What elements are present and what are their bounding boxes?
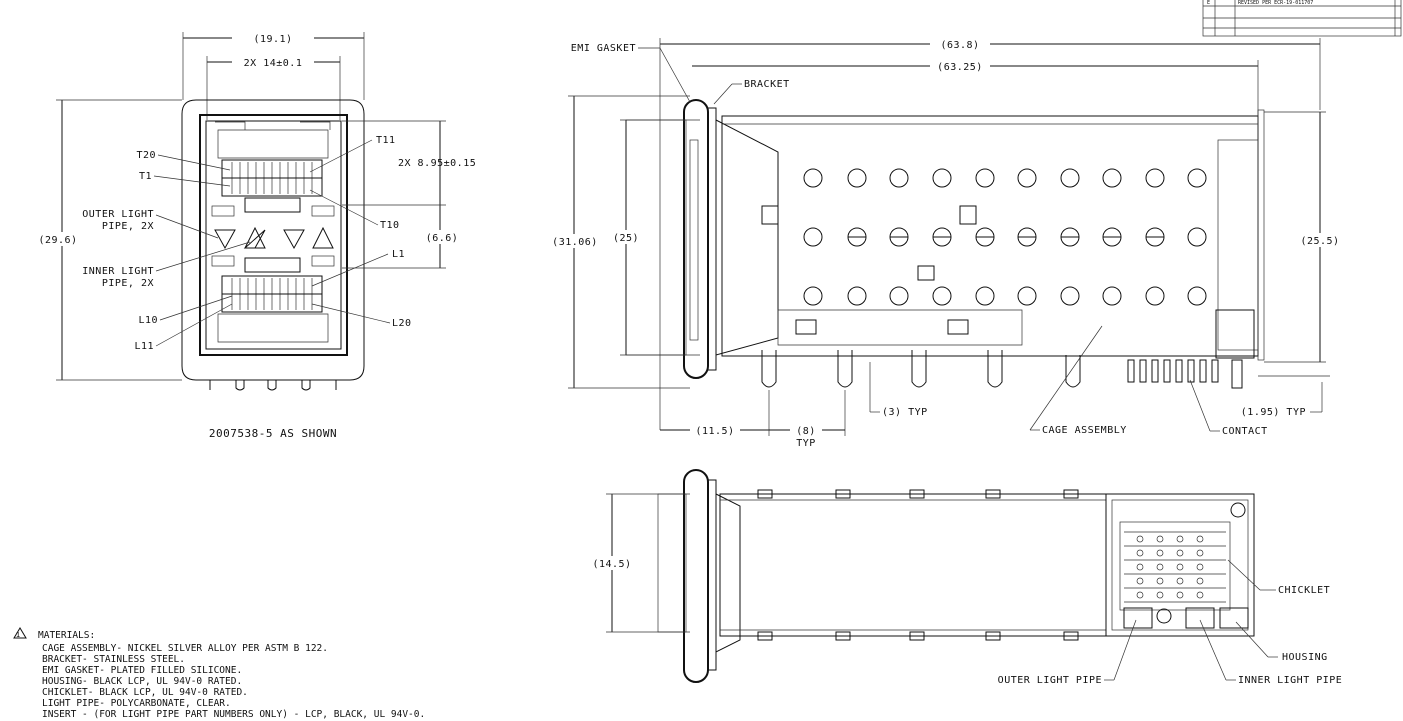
materials-heading: MATERIALS: bbox=[38, 630, 95, 641]
callout-outer-light-2: PIPE, 2X bbox=[102, 221, 154, 232]
revision-letter: E bbox=[1207, 0, 1210, 6]
dim-side-height-inner: (25) bbox=[613, 233, 639, 244]
dim-side-offset: (11.5) bbox=[695, 426, 734, 437]
materials-note: 1 MATERIALS: CAGE ASSEMBLY- NICKEL SILVE… bbox=[13, 627, 425, 720]
materials-line: CAGE ASSEMBLY- NICKEL SILVER ALLOY PER A… bbox=[42, 643, 328, 654]
note-number: 1 bbox=[16, 631, 20, 639]
dim-front-gap: (6.6) bbox=[426, 233, 459, 244]
revision-block: E REVISED PER ECR-19-011707 bbox=[1202, 0, 1402, 37]
materials-line: LIGHT PIPE- POLYCARBONATE, CLEAR. bbox=[42, 698, 231, 709]
callout-t11: T11 bbox=[376, 135, 396, 146]
dim-bottom-width: (14.5) bbox=[592, 559, 631, 570]
front-view-caption: 2007538-5 AS SHOWN bbox=[209, 427, 337, 440]
materials-line: BRACKET- STAINLESS STEEL. bbox=[42, 654, 185, 665]
callout-inner-light-1: INNER LIGHT bbox=[82, 266, 154, 277]
dim-side-overall: (63.8) bbox=[940, 40, 979, 51]
dim-side-pin: (3) TYP bbox=[882, 407, 928, 418]
callout-t1: T1 bbox=[139, 171, 152, 182]
callout-t20: T20 bbox=[136, 150, 156, 161]
callout-l20: L20 bbox=[392, 318, 412, 329]
callout-chicklet: CHICKLET bbox=[1278, 585, 1330, 596]
dim-front-pitch: 2X 8.95±0.15 bbox=[398, 158, 476, 169]
dim-side-height-right: (25.5) bbox=[1300, 236, 1339, 247]
callout-emi-gasket: EMI GASKET bbox=[571, 43, 636, 54]
front-view: (19.1) 2X 14±0.1 bbox=[32, 30, 476, 440]
callout-l10: L10 bbox=[138, 315, 158, 326]
dim-front-width-inner: 2X 14±0.1 bbox=[244, 58, 303, 69]
dim-side-height-left: (31.06) bbox=[552, 237, 598, 248]
callout-outer-light-1: OUTER LIGHT bbox=[82, 209, 154, 220]
dim-side-pitch: (8) bbox=[796, 426, 816, 437]
callout-cage-assembly: CAGE ASSEMBLY bbox=[1042, 425, 1127, 436]
dim-side-cage: (63.25) bbox=[937, 62, 983, 73]
callout-bracket: BRACKET bbox=[744, 79, 790, 90]
dim-side-tail: (1.95) TYP bbox=[1241, 407, 1306, 418]
materials-line: EMI GASKET- PLATED FILLED SILICONE. bbox=[42, 665, 242, 676]
callout-inner-light-pipe: INNER LIGHT PIPE bbox=[1238, 675, 1342, 686]
side-view: (63.8) (63.25) bbox=[545, 37, 1344, 449]
callout-l1: L1 bbox=[392, 249, 405, 260]
warning-triangle-icon bbox=[13, 627, 27, 639]
materials-line: INSERT - (FOR LIGHT PIPE PART NUMBERS ON… bbox=[42, 709, 425, 720]
revision-text: REVISED PER ECR-19-011707 bbox=[1238, 0, 1313, 6]
materials-line: CHICKLET- BLACK LCP, UL 94V-0 RATED. bbox=[42, 687, 248, 698]
callout-outer-light-pipe: OUTER LIGHT PIPE bbox=[998, 675, 1102, 686]
dim-front-height: (29.6) bbox=[38, 235, 77, 246]
dim-side-pitch-typ: TYP bbox=[796, 438, 816, 449]
dim-front-width-outer: (19.1) bbox=[253, 34, 292, 45]
callout-l11: L11 bbox=[134, 341, 154, 352]
callout-t10: T10 bbox=[380, 220, 400, 231]
materials-line: HOUSING- BLACK LCP, UL 94V-0 RATED. bbox=[42, 676, 242, 687]
callout-housing: HOUSING bbox=[1282, 652, 1328, 663]
callout-inner-light-2: PIPE, 2X bbox=[102, 278, 154, 289]
bottom-view: (14.5) CHICKLET HOUSING OUTER LIGHT PIPE… bbox=[586, 469, 1342, 686]
callout-contact: CONTACT bbox=[1222, 426, 1268, 437]
